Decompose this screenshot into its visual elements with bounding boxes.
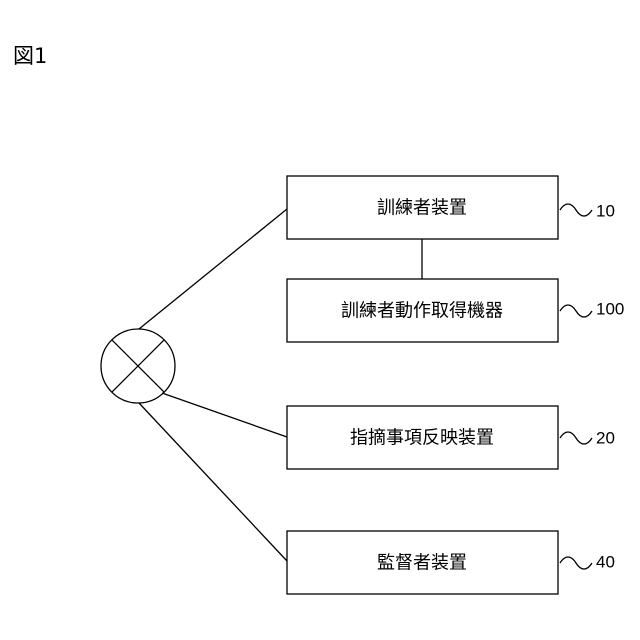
supervisor-device-label: 監督者装置 — [377, 553, 467, 574]
reference-leader-20 — [560, 432, 592, 444]
connector-hub-feedback-device — [162, 393, 287, 437]
connector-hub-trainee-device — [139, 209, 287, 329]
reference-leader-40 — [560, 557, 592, 569]
reference-numeral-40: 40 — [596, 553, 615, 572]
reference-numeral-100: 100 — [596, 300, 624, 319]
reference-numeral-10: 10 — [596, 202, 615, 221]
trainee-device-box: 訓練者装置 — [287, 176, 558, 239]
reference-leader-100 — [560, 305, 592, 317]
crossed-circle-icon — [101, 329, 175, 403]
supervisor-device-box: 監督者装置 — [287, 531, 558, 594]
trainee-device-label: 訓練者装置 — [377, 198, 467, 219]
reference-leader-10 — [560, 204, 592, 216]
feedback-device-box: 指摘事項反映装置 — [287, 406, 558, 469]
connector-hub-supervisor-device — [139, 403, 287, 561]
motion-capture-label: 訓練者動作取得機器 — [341, 301, 503, 322]
reference-numeral-20: 20 — [596, 429, 615, 448]
motion-capture-box: 訓練者動作取得機器 — [287, 279, 558, 342]
feedback-device-label: 指摘事項反映装置 — [350, 428, 494, 449]
